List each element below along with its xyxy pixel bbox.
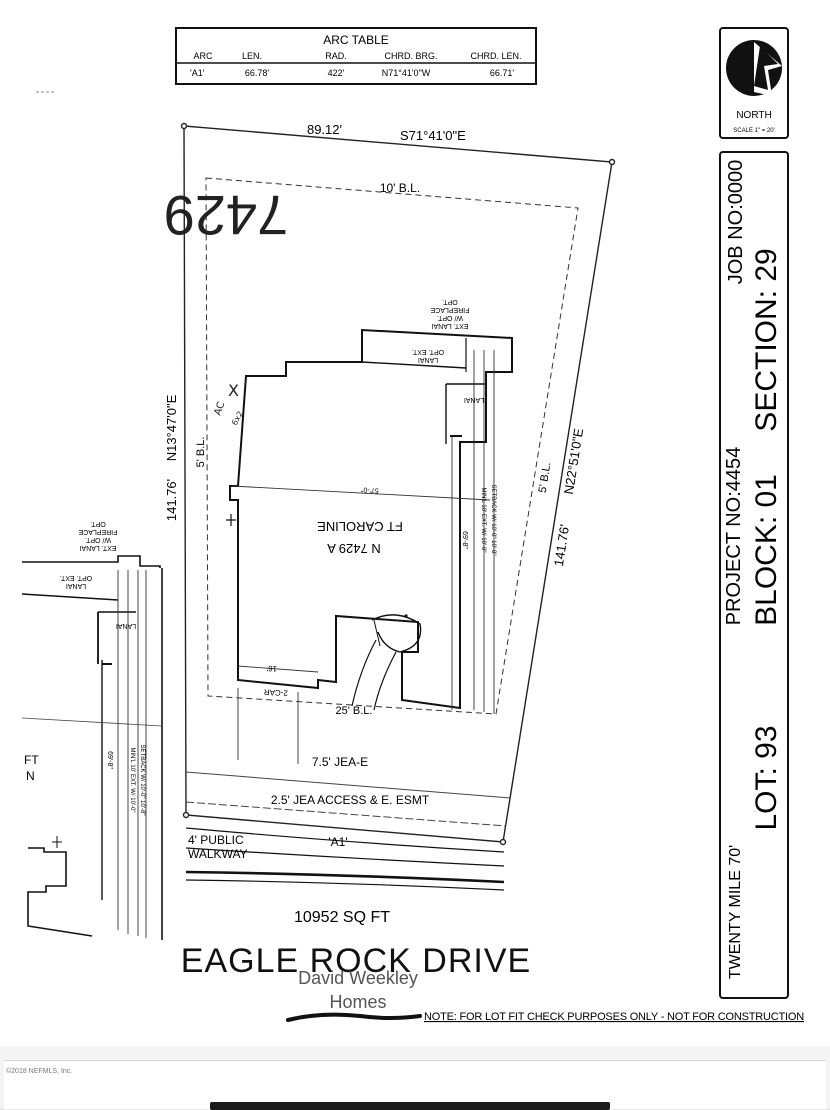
plot-plan-drawing: ARC TABLE ARC LEN. RAD. CHRD. BRG. CHRD.… [21, 27, 804, 1023]
builder-name-line-2: Homes [329, 992, 386, 1012]
top-bearing: S71°41'0"E [400, 128, 466, 143]
north-arrow-box: NORTH SCALE 1" = 20' [719, 27, 789, 139]
house-depth-dim: 69'-8" [461, 531, 468, 549]
neighbor-opt-fireplace-4: EXT. LANAI [79, 544, 116, 551]
sidewalk-and-curb [185, 827, 505, 891]
neighbor-opt-fireplace-3: W/ OPT. [85, 536, 111, 543]
title-block: JOB NO:0000 SECTION: 29 PROJECT NO:4454 … [719, 151, 789, 999]
handwritten-ac-note: X AC 6x2 [212, 381, 245, 427]
arc-table-header-len: LEN. [242, 51, 262, 61]
neighbor-side-note-2: SETBACK W/ 10'-0" 10'-8" [139, 745, 145, 816]
arc-label: 'A1' [328, 835, 347, 849]
next-page-preview [4, 1060, 826, 1109]
house-opt-fireplace-3: W/ OPT. [437, 314, 463, 321]
arc-table-title: ARC TABLE [323, 33, 389, 47]
house-plan-name: FT CAROLINE [317, 519, 403, 534]
house-footprint [226, 328, 513, 764]
arc-table-header-chord-length: CHRD. LEN. [470, 51, 521, 61]
arc-table-header-arc: ARC [193, 51, 213, 61]
neighbor-lanai-label: LANAI [116, 622, 136, 629]
subdivision-label: TWENTY MILE 70' [727, 845, 744, 979]
left-setback-label: 5' B.L. [195, 437, 207, 468]
house-opt-ext-2: LANAI [418, 356, 438, 363]
watermark: ©2018 NEFMLS, Inc. [6, 1068, 73, 1075]
north-label: NORTH [736, 110, 771, 121]
neighbor-depth-dim: 69'-8" [106, 751, 113, 769]
rear-setback-label: 10' B.L. [380, 181, 420, 195]
north-arrow-icon [726, 40, 782, 96]
neighbor-lot [21, 555, 163, 940]
house-plan-code: N 7429 A [327, 541, 381, 556]
section-label: SECTION: 29 [750, 248, 783, 431]
neighbor-fragment-2: N [26, 769, 35, 783]
left-bearing: N13°47'0"E [164, 394, 179, 461]
house-width-dim: 57'-0" [360, 485, 379, 493]
street-name: EAGLE ROCK DRIVE [181, 942, 531, 980]
garage-label: 2-CAR [263, 687, 288, 697]
jea-easement-label: 7.5' JEA-E [312, 755, 368, 769]
garage-dim: 16' [266, 664, 277, 674]
house-lanai-label: LANAI [464, 396, 484, 403]
neighbor-opt-fireplace-2: FIREPLACE [78, 528, 117, 535]
lot-area: 10952 SQ FT [294, 909, 390, 926]
right-setback-label: 5' B.L. [537, 461, 554, 493]
house-number-rotated: 7429 [164, 184, 289, 247]
jea-easement-line [185, 771, 511, 799]
handwritten-x: X [228, 381, 239, 400]
house-opt-fireplace-2: FIREPLACE [430, 306, 469, 313]
block-label: BLOCK: 01 [750, 474, 783, 626]
top-dimension: 89.12' [307, 122, 342, 137]
neighbor-opt-ext-1: OPT. EXT. [60, 574, 92, 581]
scale-label: SCALE 1" = 20' [733, 128, 774, 134]
signature-stroke [286, 1012, 422, 1022]
neighbor-opt-fireplace-1: OPT. [90, 520, 106, 527]
lot-boundary [180, 122, 616, 846]
builder-name-line-1: David Weekley [298, 968, 418, 988]
handwritten-ac: AC [212, 400, 227, 417]
arc-table-cell-chord-length: 66.71' [490, 68, 515, 78]
walkway-label-1: 4' PUBLIC [188, 833, 244, 847]
left-dimension: 141.76' [164, 479, 179, 521]
building-setback-line [205, 177, 579, 715]
arc-table-cell-chord-bearing: N71°41'0"W [382, 68, 431, 78]
house-opt-ext-1: OPT. EXT. [412, 348, 444, 355]
project-number: PROJECT NO:4454 [723, 447, 745, 626]
arc-table-cell-arc: 'A1' [190, 68, 205, 78]
arc-table-cell-len: 66.78' [245, 68, 270, 78]
neighbor-fragment-1: FT [24, 753, 39, 767]
house-opt-fireplace-1: OPT. [442, 298, 458, 305]
house-side-note-1: MIN'L 10' EXT. W/ 10'-0" [480, 487, 486, 552]
next-page-heading-fragment [210, 1102, 610, 1110]
neighbor-side-note-1: MIN'L 10' EXT. W/ 10'-0" [129, 747, 135, 812]
arc-table-header-rad: RAD. [325, 51, 347, 61]
job-number: JOB NO:0000 [725, 160, 747, 285]
right-dimension: 141.76' [551, 523, 572, 567]
house-opt-fireplace-4: EXT. LANAI [431, 322, 468, 329]
house-side-note-2: SETBACK W/ 10'-0" 10'-8" [490, 485, 496, 556]
lot-label: LOT: 93 [750, 725, 783, 830]
access-easement-label: 2.5' JEA ACCESS & E. ESMT [271, 793, 430, 807]
arc-table-cell-rad: 422' [328, 68, 345, 78]
access-easement-line [185, 801, 507, 827]
walkway-label-2: WALKWAY [188, 847, 248, 861]
construction-note: NOTE: FOR LOT FIT CHECK PURPOSES ONLY - … [424, 1011, 804, 1023]
neighbor-opt-ext-2: LANAI [66, 582, 86, 589]
front-setback-label: 25' B.L. [336, 705, 373, 717]
arc-table: ARC TABLE ARC LEN. RAD. CHRD. BRG. CHRD.… [175, 27, 537, 85]
arc-table-header-chord-bearing: CHRD. BRG. [384, 51, 437, 61]
plot-plan-sheet: ARC TABLE ARC LEN. RAD. CHRD. BRG. CHRD.… [0, 0, 830, 1046]
